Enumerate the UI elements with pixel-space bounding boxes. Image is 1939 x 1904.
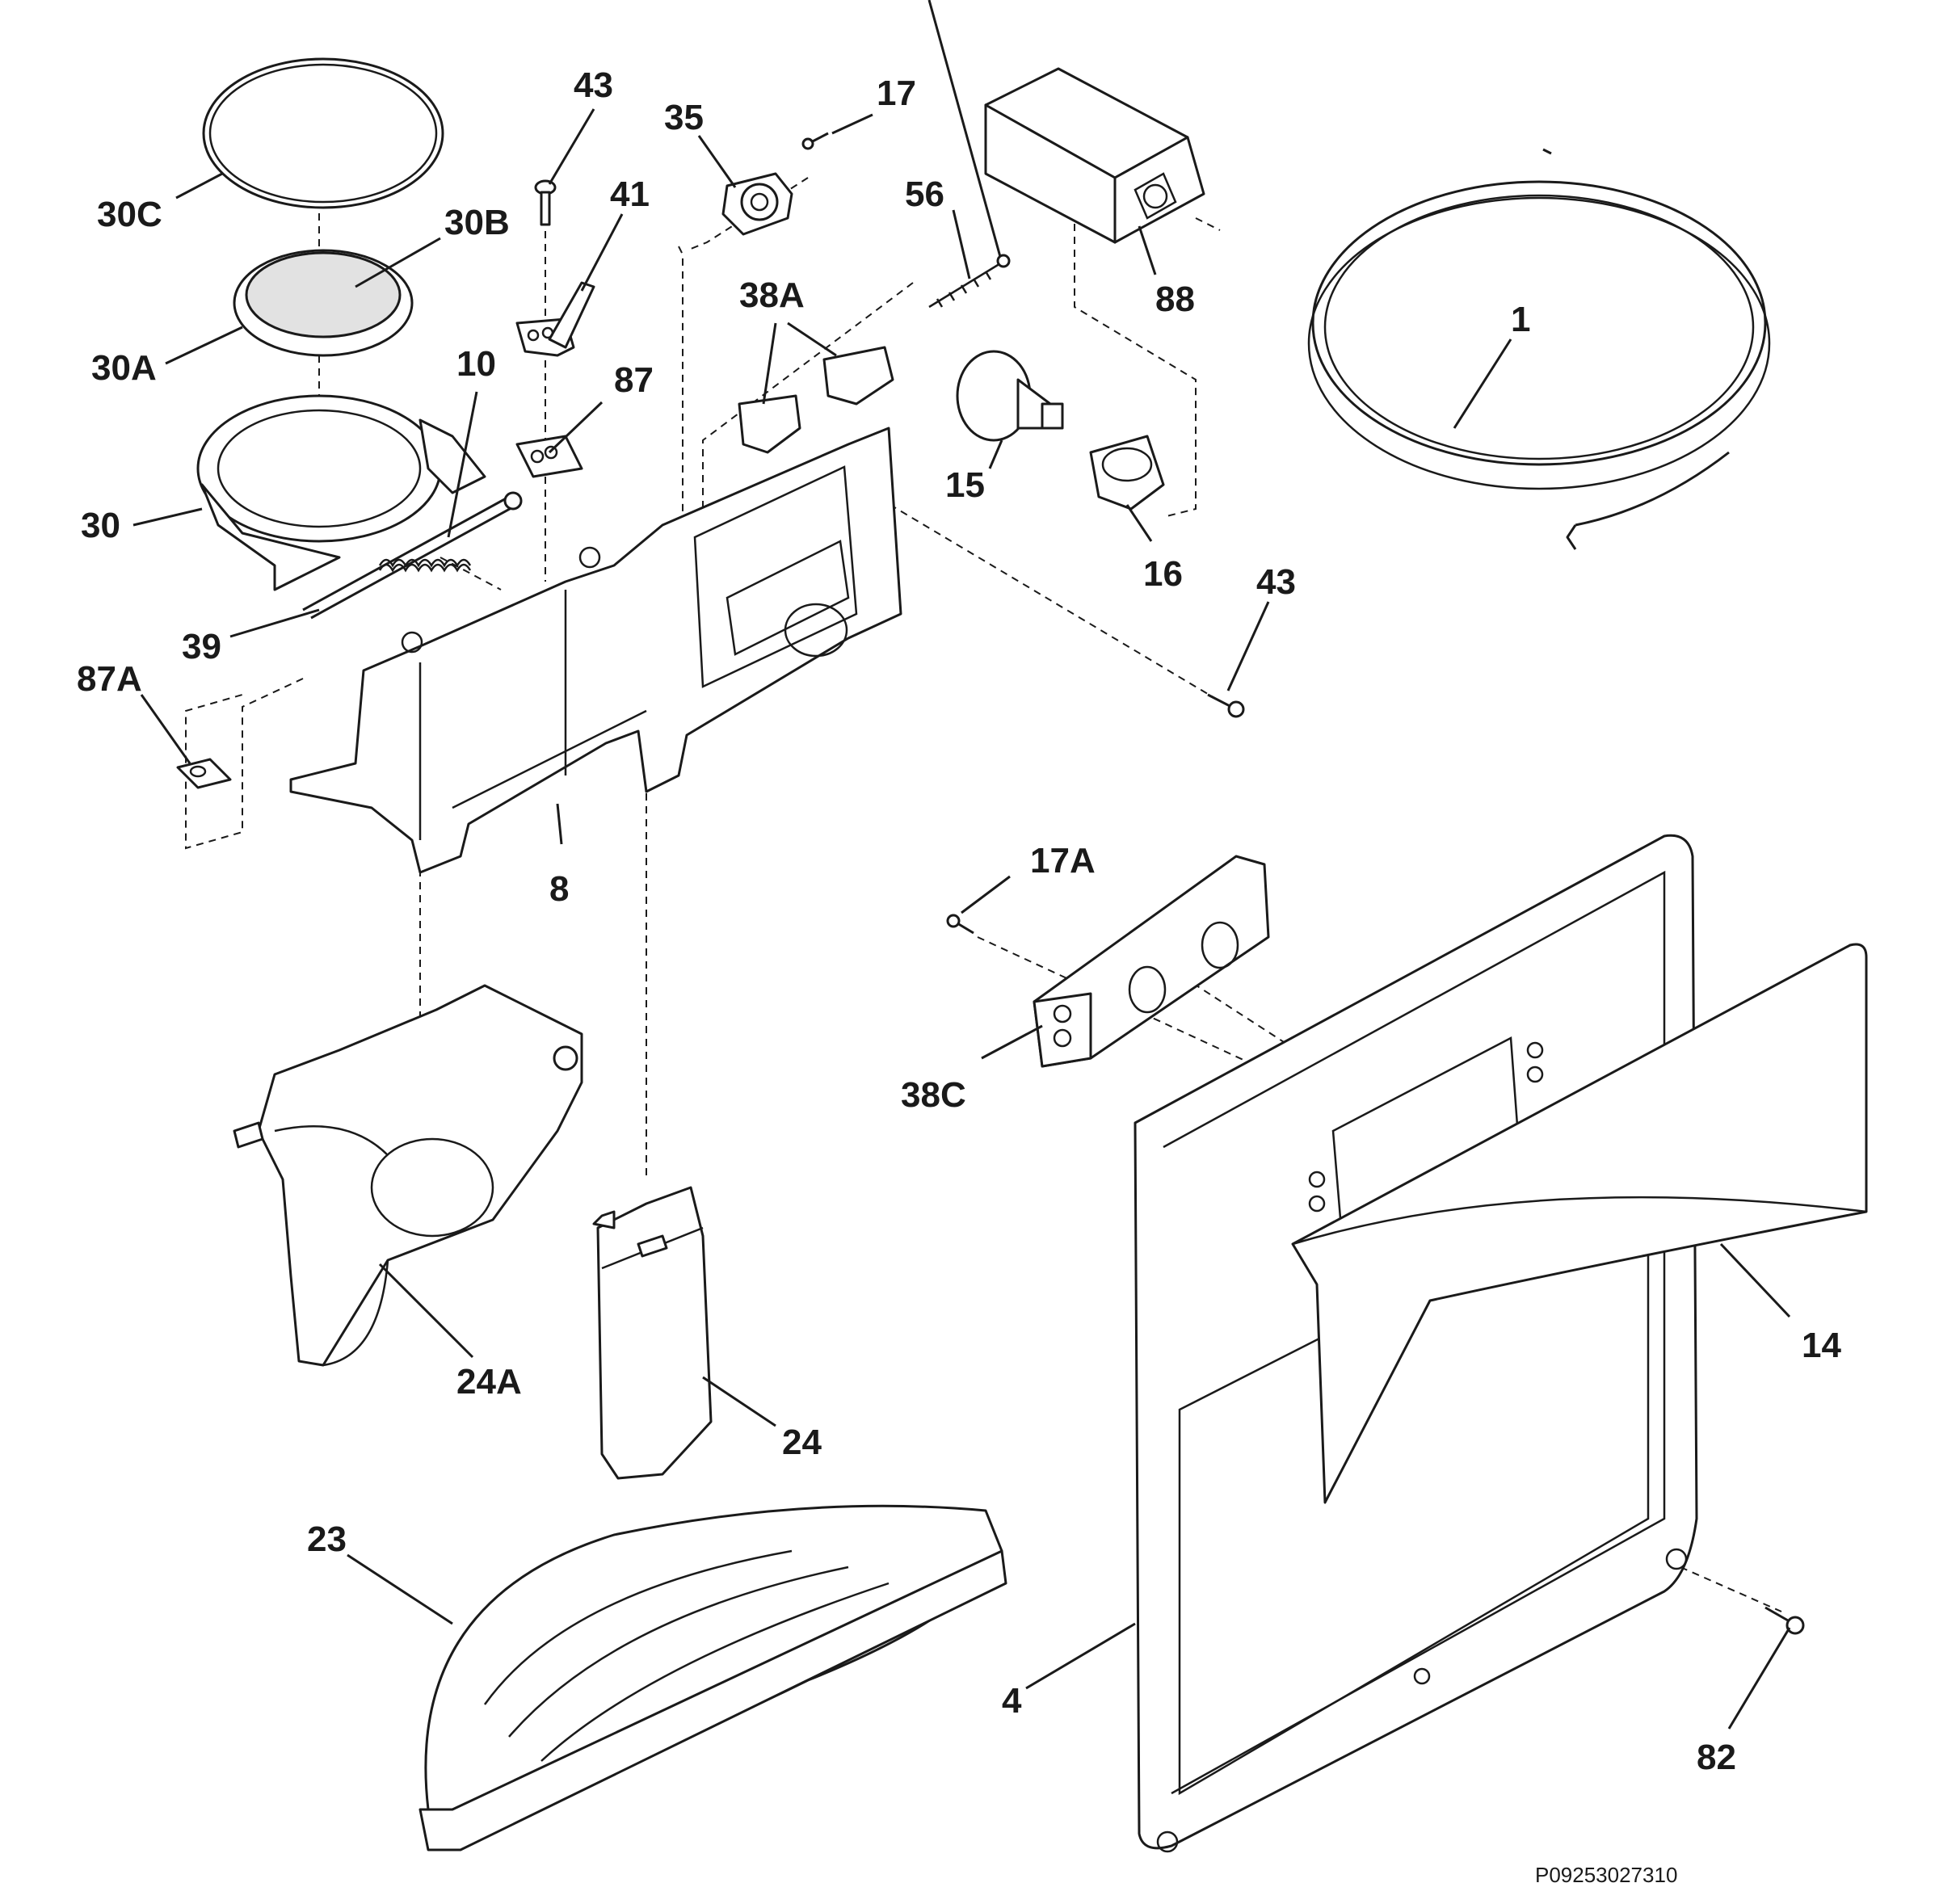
callout-39: 39 [182,627,221,666]
callout-30c: 30C [97,195,162,234]
part-56-long-screw [927,0,1011,309]
part-88-cover-box [984,67,1205,244]
callout-8: 8 [549,869,569,909]
callout-38a: 38A [739,275,805,315]
part-30b-lens [233,249,414,357]
part-43-screw-right [1207,693,1245,718]
callout-labels: 30C 30B 30A 30 10 39 43 41 87 87A 35 17 … [77,65,1841,1887]
assembly-guide-lines [185,162,1782,1612]
callout-43-right: 43 [1256,562,1296,602]
callout-30b: 30B [444,203,510,242]
part-24-flapper [592,1186,713,1480]
callout-56: 56 [905,174,944,214]
part-16-socket [1089,435,1165,511]
callout-35: 35 [664,98,704,137]
part-4-frame [1134,834,1698,1853]
callout-30a: 30A [91,348,157,388]
part-1-tubing [1307,148,1771,550]
part-35-motor [721,172,793,236]
callout-17: 17 [877,74,916,113]
callout-10: 10 [456,344,496,384]
callout-17a: 17A [1030,841,1096,881]
part-10-spring [378,558,472,573]
part-41-bracket [515,281,595,357]
callout-14: 14 [1802,1326,1841,1365]
part-30c-ring [202,57,444,209]
part-15-bulb [956,350,1064,442]
document-id: P09253027310 [1535,1863,1677,1887]
part-17a-screw [946,914,974,935]
callout-leader-lines [132,108,1791,1730]
part-23-drip-tray [419,1504,1007,1851]
callout-87a: 87A [77,659,142,699]
callout-23: 23 [307,1519,347,1559]
callout-1: 1 [1511,300,1530,339]
callout-24a: 24A [456,1362,522,1402]
callout-30: 30 [81,506,120,545]
callout-88: 88 [1155,280,1195,319]
part-30-chute-ring [196,394,486,591]
callout-87: 87 [614,360,654,400]
part-43-screw-top [534,179,557,226]
part-8-housing [289,427,902,874]
part-38a-switches [738,346,894,454]
callout-38c: 38C [901,1075,966,1115]
callout-24: 24 [782,1423,822,1462]
part-39-rod [302,491,523,620]
part-87a-pad [176,758,232,789]
part-17-screw [801,132,829,150]
part-14-panel [1291,943,1868,1504]
callout-82: 82 [1697,1738,1736,1777]
callout-16: 16 [1143,554,1183,594]
callout-41: 41 [610,174,650,214]
part-87-pad [515,435,583,478]
callout-15: 15 [945,465,985,505]
callout-4: 4 [1002,1681,1022,1721]
part-38c-bracket [1033,855,1270,1068]
callout-43-top: 43 [574,65,613,105]
part-24a-ice-chute [233,984,583,1367]
part-82-screw [1764,1606,1805,1635]
